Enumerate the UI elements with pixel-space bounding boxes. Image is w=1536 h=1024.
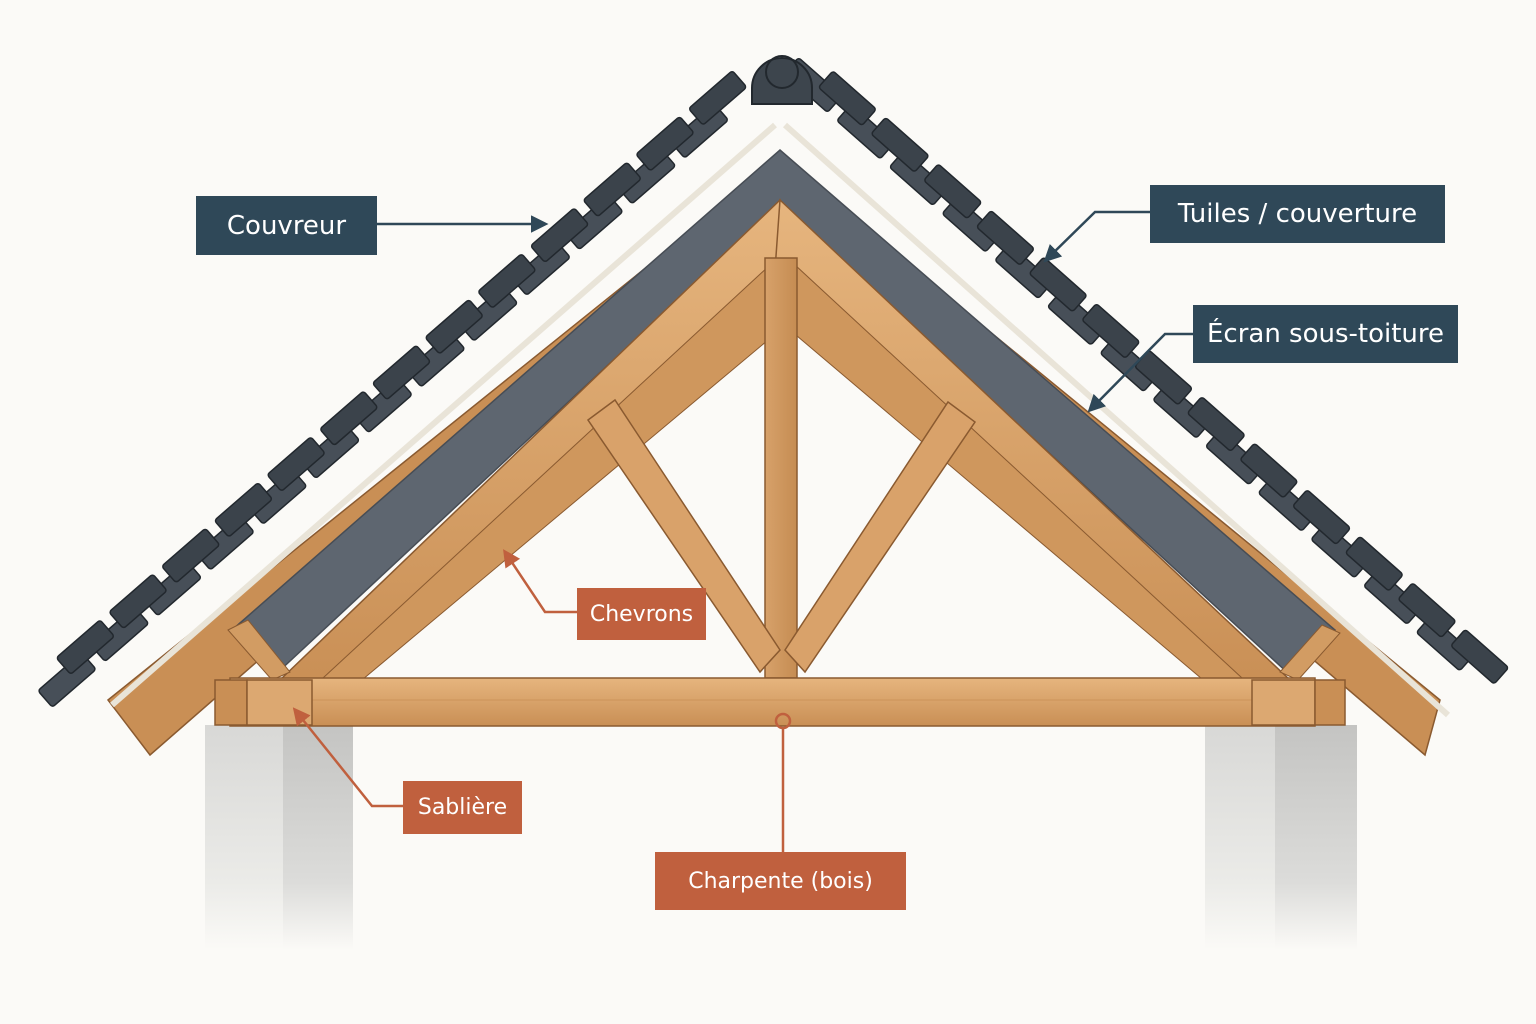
label-ecran-sous-toiture: Écran sous-toiture [1193,305,1458,363]
roof-tile [1258,476,1316,531]
sabliere-leader [292,707,403,808]
roof-tile [530,208,589,263]
label-charpente-bois: Charpente (bois) [655,852,906,910]
roof-tile [976,210,1034,265]
roof-tile [478,254,536,308]
roof-tile [1293,490,1351,545]
roof-tile [407,332,465,387]
roof-tile [1398,583,1456,638]
roof-tile [372,345,431,400]
roof-tile [162,528,220,583]
roof-tile [109,574,167,629]
roof-tile [1311,523,1369,578]
label-couvreur: Couvreur [196,196,377,255]
roof-tile [56,620,114,674]
roof-tile [1153,383,1211,438]
roof-tile [889,151,947,206]
label-sabliere: Sablière [403,781,522,834]
roof-tile [636,116,694,171]
roof-tile [512,241,570,295]
roof-tile [995,244,1053,299]
left-pillar [205,725,353,950]
right-batten [783,122,1450,718]
roof-tile [459,287,518,341]
right-pillar [1205,725,1357,950]
roof-tile [1082,304,1140,358]
roof-tile [425,299,483,354]
roof-tile [38,653,96,707]
roof-tile [91,607,149,662]
roof-tile [818,71,876,126]
roof-tile [1047,290,1105,345]
ridge-tile [751,55,813,105]
right-strut [784,400,977,674]
roof-tile [249,470,307,524]
roof-tile [689,71,747,125]
left-wall-plate [214,679,313,726]
roof-tile [1206,430,1264,485]
roof-tile [1240,443,1298,498]
roof-tile [1187,397,1245,451]
ecran-leader [1087,332,1193,413]
roof-tile [617,149,676,204]
roof-tile [1451,629,1509,684]
roof-tile [1029,257,1087,312]
roof-tile [267,437,325,491]
roof-tile [320,391,378,446]
roof-tile [871,117,929,172]
roof-tile [143,561,202,616]
roof-tile [942,197,1000,252]
roof-tile [196,515,254,570]
left-corner-brace [227,619,291,681]
king-post [764,257,798,679]
chevrons-leader [503,549,577,614]
roof-tile [301,424,360,478]
charpente-leader-dot [774,712,792,730]
roof-tile [1416,616,1474,671]
right-wall-plate [1251,679,1346,726]
left-batten [110,122,777,708]
label-chevrons: Chevrons [577,588,706,640]
roof-tile [924,164,982,219]
roof-tile [837,104,895,159]
label-tuiles-couverture: Tuiles / couverture [1150,185,1445,243]
left-tile-courses [38,71,747,707]
roof-tile [1364,569,1422,624]
tuiles-leader [1043,210,1150,263]
tie-beam [229,677,1316,727]
roof-tile [214,482,273,537]
roof-tile [1345,536,1403,591]
roof-tile [583,162,641,217]
roof-tile [670,103,728,158]
roof-tile [565,195,623,250]
roof-tile [354,378,412,433]
roof-tile [1100,337,1158,392]
